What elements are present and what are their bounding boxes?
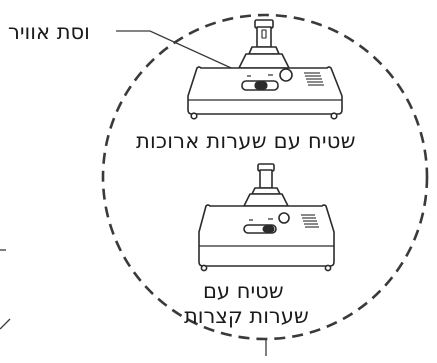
air-valve-leader-line [116,30,241,73]
long-hair-carpet-label: שטיח עם שערות ארוכות [136,129,356,153]
lower-neck-tube [259,169,273,189]
lower-wheel-right [324,264,332,272]
short-hair-carpet-label-line2: שערות קצרות [184,304,309,328]
lower-air-valve-knob [262,225,275,233]
left-edge-diagonal [0,318,11,330]
upper-air-valve-knob [254,81,268,90]
upper-neck-slot [261,29,267,39]
nozzle-short-hair-setting [198,163,335,272]
lower-vent-grille [301,214,319,228]
upper-collar [248,46,280,55]
upper-joint [238,53,290,69]
lower-pedal-button [278,212,290,224]
lower-collar [251,187,281,195]
nozzle-long-hair-setting [187,19,343,120]
air-valve-label: וסת אוויר [8,20,90,44]
upper-pedal-button [279,68,293,82]
upper-wheel-right [330,112,338,120]
lower-body [198,204,335,267]
upper-vent-grille [304,72,324,86]
lower-wheel-left [200,264,208,272]
lower-joint [243,193,289,207]
upper-wheel-left [190,112,198,120]
short-hair-carpet-label-line1: שטיח עם [203,279,284,303]
dashed-detail-circle [101,13,429,341]
